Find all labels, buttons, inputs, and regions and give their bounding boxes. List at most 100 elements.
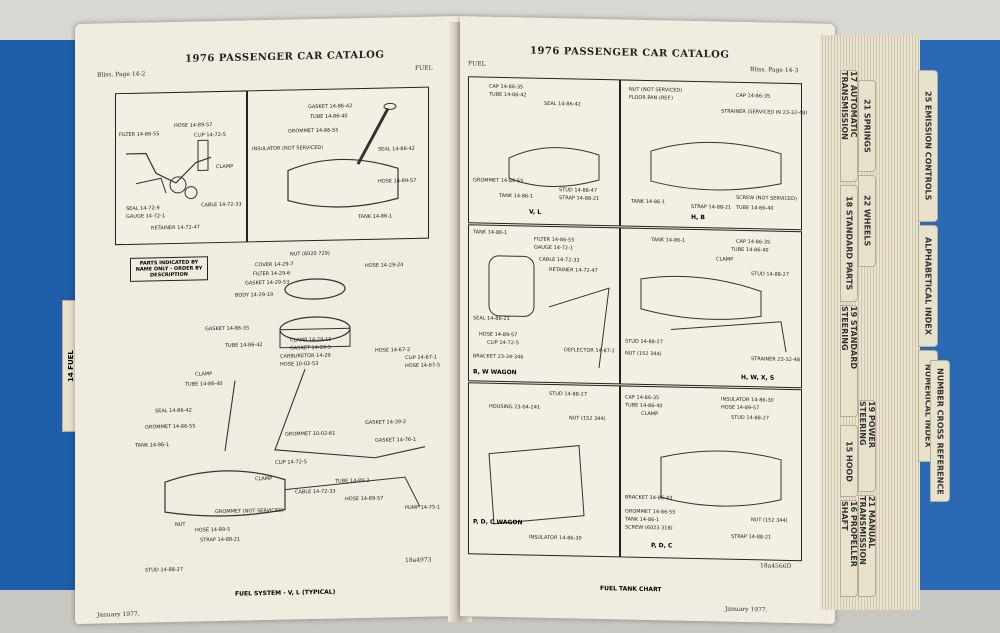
left-page-header: 1976 PASSENGER CAR CATALOG [185, 49, 385, 65]
label-gauge: GAUGE 14-72-1 [126, 213, 166, 220]
label-tube-main: TUBE 14-86-42 [225, 342, 263, 349]
label-clamp-carb: CLAMP 14-29-15 [290, 336, 332, 344]
pdc-hose: HOSE 14-89-57 [721, 404, 760, 412]
tab-standard-steering[interactable]: 19 STANDARD STEERING [840, 305, 858, 417]
label-pump: PUMP 14-75-1 [405, 504, 441, 512]
label-clip: CLIP 14-72-5 [194, 131, 226, 139]
vl-strap: STRAP 14-88-21 [559, 195, 600, 202]
bw-deflector: DEFLECTOR 14-87-2 [564, 347, 615, 355]
panel-pdc: CAP 14-86-35 TUBE 14-86-40 CLAMP INSULAT… [620, 385, 802, 562]
label-grommet-body: GROMMET 10-02-61 [285, 430, 336, 438]
bw-hose: HOSE 14-89-57 [479, 331, 518, 339]
pdc-nut: NUT (152 344) [751, 517, 788, 524]
hwxs-tank: TANK 14-86-1 [651, 237, 686, 244]
hb-cap: CAP 14-86-35 [736, 92, 771, 100]
tab-propeller-shaft[interactable]: 16 PROPELLER SHAFT [840, 500, 858, 597]
tab-wheels[interactable]: 22 WHEELS [858, 175, 876, 267]
tab-label: 22 WHEELS [862, 195, 872, 247]
label-carburetor: CARBURETOR 14-29 [280, 352, 331, 360]
label-seal: SEAL 14-72-9 [126, 205, 160, 212]
hb-tank: TANK 14-86-1 [631, 198, 666, 206]
pdcw-nut: NUT (152 344) [569, 415, 606, 423]
tab-label: 19 POWER STEERING [858, 401, 876, 449]
tab-label: 18 STANDARD PARTS [844, 196, 854, 291]
label-body: BODY 14-29-19 [235, 291, 274, 299]
right-page: 1976 PASSENGER CAR CATALOG FUEL Bliss. P… [460, 16, 835, 624]
label-tank-tank: TANK 14-86-1 [358, 213, 393, 221]
hwxs-cap: CAP 14-86-35 [736, 238, 771, 246]
hb-strap: STRAP 14-88-21 [691, 203, 732, 211]
left-page-ref: Bliss. Page 14-2 [97, 70, 146, 79]
label-air-filter: FILTER 14-29-6 [253, 270, 291, 278]
right-page-ref: Bliss. Page 14-3 [750, 66, 799, 75]
tab-label: 21 MANUAL TRANSMISSION [858, 496, 876, 565]
label-clamp-tank: CLAMP [255, 475, 273, 483]
pdc-grommet: GROMMET 14-86-55 [625, 508, 676, 516]
left-page: 1976 PASSENGER CAR CATALOG Bliss. Page 1… [75, 15, 460, 625]
label-cover: COVER 14-29-7 [255, 261, 294, 269]
bw-caption: B, W WAGON [473, 368, 517, 377]
label-stud-tank: STUD 14-88-27 [145, 566, 184, 574]
label-hose: HOSE 14-89-57 [174, 122, 213, 129]
pdc-stud: STUD 14-88-27 [731, 414, 770, 422]
tab-standard-parts[interactable]: 18 STANDARD PARTS [840, 185, 858, 302]
label-cable-tank: CABLE 14-72-33 [295, 488, 336, 496]
label-hose-pump: HOSE 14-67-2 [375, 347, 411, 354]
hwxs-stud-2: STUD 14-88-27 [625, 338, 664, 346]
tab-hood[interactable]: 15 HOOD [840, 425, 858, 497]
right-page-header: 1976 PASSENGER CAR CATALOG [530, 45, 730, 61]
label-grommet-line: GROMMET 14-86-55 [145, 423, 196, 431]
hb-nut: NUT (NOT SERVICED) [629, 86, 683, 94]
sender-unit-drawing [126, 139, 212, 200]
label-tank-grommet: GROMMET 14-86-55 [288, 127, 339, 135]
hwxs-clamp: CLAMP [716, 256, 734, 263]
label-tube-tank: TUBE 14-89-2 [335, 477, 370, 485]
top-left-panel: FILTER 14-86-55 HOSE 14-89-57 CLIP 14-72… [115, 90, 247, 246]
tab-number-cross-reference[interactable]: NUMBER CROSS REFERENCE [930, 360, 950, 502]
hwxs-stud: STUD 14-88-27 [751, 271, 790, 278]
tab-label: NUMBER CROSS REFERENCE [935, 367, 945, 495]
bw-gauge: GAUGE 14-72-1 [534, 244, 574, 252]
hb-floor: FLOOR PAN (REF.) [629, 94, 674, 102]
tab-label: 15 HOOD [844, 440, 854, 482]
vl-stud: STUD 14-88-47 [559, 187, 598, 194]
label-nut-tank: NUT [175, 521, 186, 528]
tab-emission-controls[interactable]: 25 EMISSION CONTROLS [918, 70, 938, 222]
pdc-caption: P, D, C [651, 542, 673, 550]
label-gasket-main: GASKET 14-86-35 [205, 325, 250, 333]
left-page-section: FUEL [415, 64, 433, 72]
index-tabs: 17 AUTOMATIC TRANSMISSION 21 SPRINGS 25 … [830, 40, 960, 600]
label-hose-tank-2: HOSE 14-89-5 [195, 526, 231, 534]
label-gasket-aircleaner: GASKET 14-29-53 [245, 279, 290, 287]
vl-cap: CAP 14-86-35 [489, 83, 524, 91]
tab-label: 17 AUTOMATIC TRANSMISSION [840, 71, 858, 140]
panel-hb: NUT (NOT SERVICED) FLOOR PAN (REF.) CAP … [620, 79, 807, 231]
panel-vl: CAP 14-86-35 TUBE 14-86-42 SEAL 14-86-42… [468, 76, 620, 227]
right-page-section: FUEL [468, 60, 486, 68]
pdc-tank: TANK 14-86-1 [625, 516, 660, 524]
label-main-tank: TANK 14-86-1 [135, 442, 170, 449]
tab-label: 25 EMISSION CONTROLS [923, 91, 933, 201]
hb-tube: TUBE 14-86-40 [736, 204, 774, 212]
pdc-cap: CAP 14-86-35 [625, 394, 660, 402]
label-gasket-pump-2: GASKET 14-76-1 [375, 436, 417, 444]
label-tank-tube: TUBE 14-86-40 [310, 113, 348, 121]
label-tank-seal: SEAL 14-86-42 [378, 145, 415, 153]
label-clip-pump: CLIP 14-67-1 [405, 354, 437, 362]
hwxs-caption: H, W, X, S [741, 373, 775, 382]
pdc-strap: STRAP 14-88-21 [731, 533, 772, 541]
left-caption: FUEL SYSTEM - V, L (TYPICAL) [235, 588, 336, 598]
bw-seal: SEAL 14-86-21 [473, 315, 510, 323]
tab-springs[interactable]: 21 SPRINGS [858, 80, 876, 172]
right-caption: FUEL TANK CHART [600, 585, 662, 594]
tab-manual-transmission[interactable]: 21 MANUAL TRANSMISSION [858, 495, 876, 597]
tab-power-steering[interactable]: 19 POWER STEERING [858, 400, 876, 492]
label-cable: CABLE 14-72-33 [201, 201, 242, 209]
label-tank-hose: HOSE 14-89-57 [378, 177, 417, 185]
tab-automatic-transmission[interactable]: 17 AUTOMATIC TRANSMISSION [840, 70, 858, 182]
tank-drawing [287, 102, 399, 208]
tab-alphabetical-index[interactable]: ALPHABETICAL INDEX [918, 225, 938, 347]
label-clamp: CLAMP [216, 163, 234, 171]
label-tank-gasket: GASKET 14-86-42 [308, 103, 353, 111]
panel-hwxs: TANK 14-86-1 CAP 14-86-35 TUBE 14-86-40 … [620, 227, 802, 389]
